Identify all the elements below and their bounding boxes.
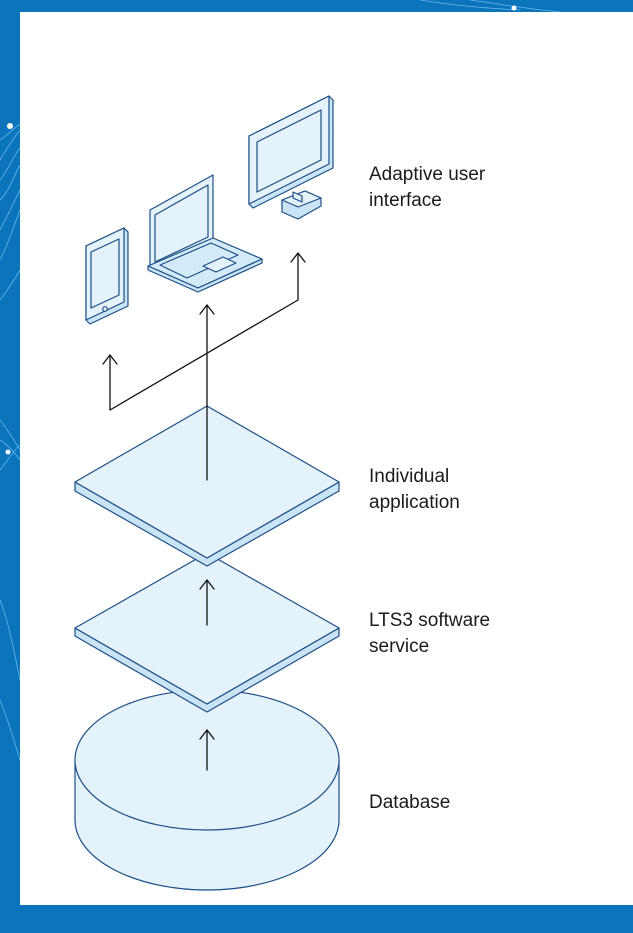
tablet-icon: [85, 227, 129, 325]
label-individual-application: Individual application: [369, 466, 460, 513]
application-plate: [74, 405, 340, 567]
label-lts3-software-service: LTS3 software service: [369, 610, 491, 657]
label-database: Database: [369, 792, 451, 813]
monitor-icon: [248, 95, 334, 220]
service-plate: [74, 552, 340, 713]
laptop-icon: [147, 174, 263, 293]
flow-arrows: [102, 252, 306, 771]
label-adaptive-user-interface: Adaptive user interface: [369, 164, 486, 211]
database-cylinder: [74, 689, 340, 891]
